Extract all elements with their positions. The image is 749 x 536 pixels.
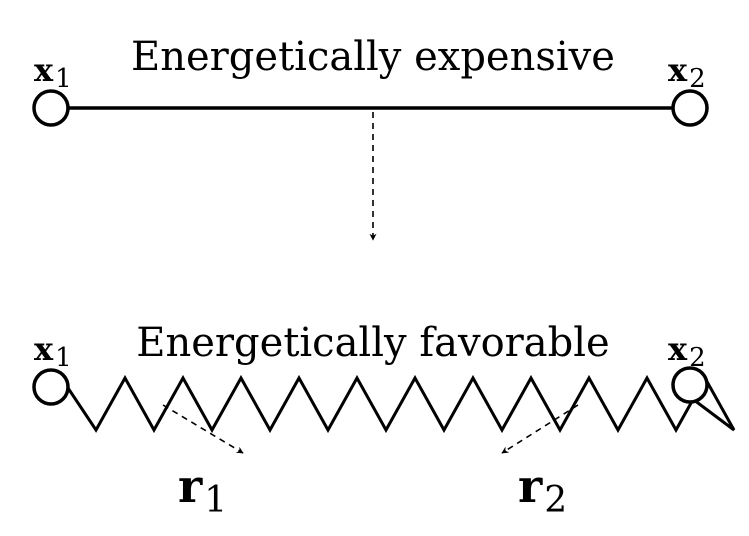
top-left-node-label: x1 [34, 51, 72, 94]
bottom-right-node-base: x [668, 330, 688, 368]
top-right-node-label: x2 [668, 51, 706, 94]
top-right-node-sub: 2 [689, 64, 706, 94]
r1-arrow [162, 404, 244, 454]
top-left-node-sub: 1 [55, 64, 72, 94]
top-title: Energetically expensive [131, 34, 615, 80]
zigzag-bond [64, 374, 736, 434]
bottom-right-node-sub: 2 [689, 343, 706, 373]
r1-sub: 1 [204, 480, 227, 521]
top-right-node-base: x [668, 51, 688, 89]
top-left-node-base: x [34, 51, 54, 89]
r1-label: r1 [178, 459, 227, 521]
bottom-left-node-circle [32, 368, 70, 406]
bottom-title: Energetically favorable [136, 320, 609, 366]
r2-base: r [518, 459, 543, 513]
bottom-left-node-base: x [34, 330, 54, 368]
r2-arrow [501, 404, 579, 454]
r2-sub: 2 [544, 480, 567, 521]
r2-label: r2 [518, 459, 567, 521]
top-right-node-circle [671, 89, 709, 127]
bottom-right-node-label: x2 [668, 330, 706, 373]
bottom-left-node-sub: 1 [55, 343, 72, 373]
bottom-left-node-label: x1 [34, 330, 72, 373]
bottom-right-node-circle [671, 366, 709, 404]
top-left-node-circle [32, 89, 70, 127]
r1-base: r [178, 459, 203, 513]
